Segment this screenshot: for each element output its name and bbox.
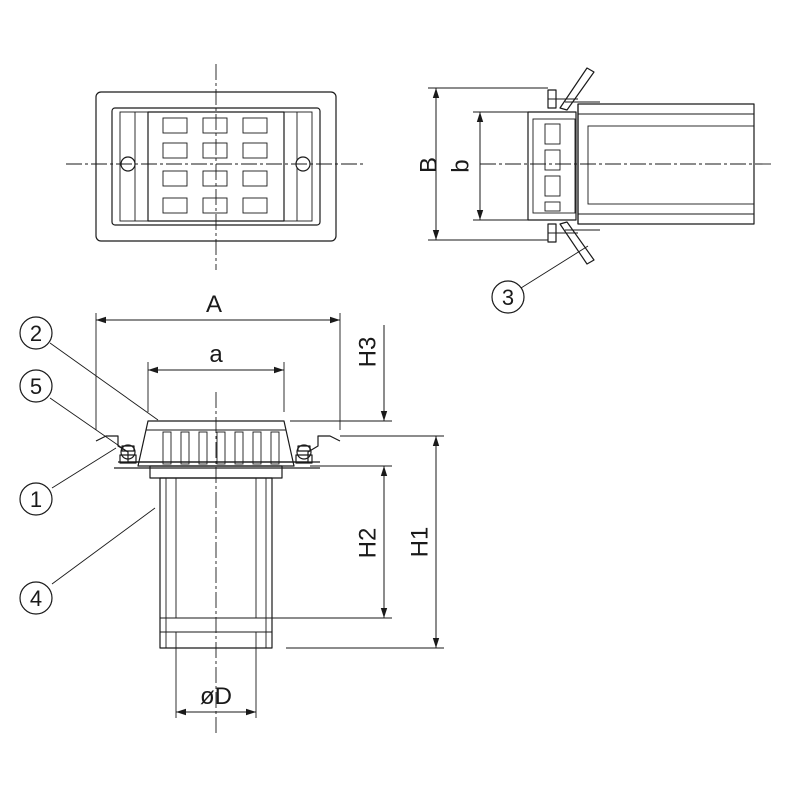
grate-slot <box>242 117 268 134</box>
svg-text:5: 5 <box>30 374 42 399</box>
callout-4: 4 <box>19 581 53 615</box>
svg-text:3: 3 <box>502 285 514 310</box>
dimension-b-label: b <box>447 159 474 172</box>
callout-5: 5 <box>19 369 53 403</box>
grate-slot <box>202 142 228 159</box>
dimension-A-label: A <box>206 291 222 318</box>
top-view <box>66 64 366 270</box>
grate-slot <box>202 170 228 187</box>
dimension-H3-label: H3 <box>354 337 381 368</box>
head-fin <box>234 431 244 465</box>
grate-slot <box>242 197 268 214</box>
side-view-pipe-inner <box>587 125 755 205</box>
head-fin <box>162 431 172 465</box>
callout-1: 1 <box>19 482 53 516</box>
grate-slot <box>202 197 228 214</box>
grate-slot <box>162 197 188 214</box>
dimension-H2-label: H2 <box>354 528 381 559</box>
dimension-H1-label: H1 <box>406 527 433 558</box>
front-view-flange <box>95 435 341 463</box>
grate-slot <box>242 142 268 159</box>
svg-text:1: 1 <box>30 487 42 512</box>
dimension-a-label: a <box>209 341 223 368</box>
head-fin <box>180 431 190 465</box>
grate-slot <box>242 170 268 187</box>
callout-2: 2 <box>19 316 53 350</box>
grate-slot <box>162 170 188 187</box>
grate-slots <box>162 117 268 214</box>
head-fin <box>252 431 262 465</box>
head-fins <box>162 431 280 465</box>
dimension-B-label: B <box>415 157 442 173</box>
svg-text:4: 4 <box>30 586 42 611</box>
side-view: B b <box>415 67 772 265</box>
dimension-D-label: øD <box>200 683 232 710</box>
callouts: 2 5 1 4 3 <box>19 245 589 615</box>
front-view: A a H3 H2 H1 øD <box>95 291 444 735</box>
svg-text:2: 2 <box>30 321 42 346</box>
grate-slot <box>162 142 188 159</box>
clamp-bottom <box>559 221 595 265</box>
grate-slot <box>202 117 228 134</box>
side-view-head <box>527 111 577 221</box>
clamp-top <box>559 67 595 111</box>
head-fin <box>270 431 280 465</box>
head-fin <box>216 431 226 465</box>
callout-3: 3 <box>491 280 525 314</box>
grate-slot <box>162 117 188 134</box>
head-fin <box>198 431 208 465</box>
